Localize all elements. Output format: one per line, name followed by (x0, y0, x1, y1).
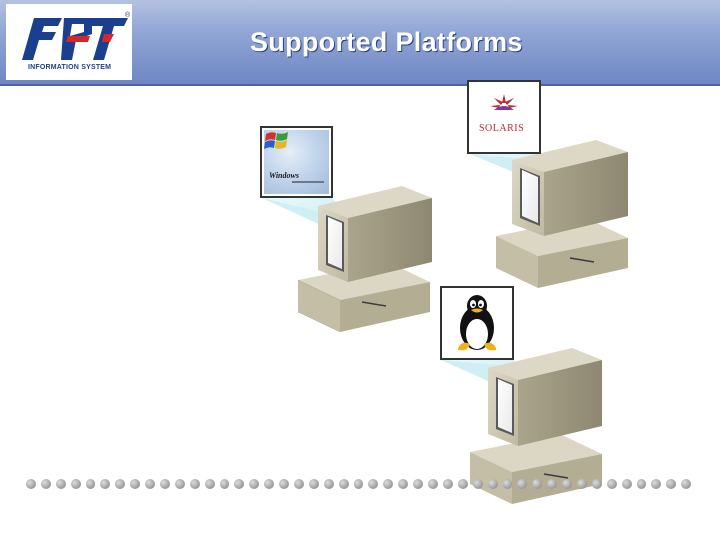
fpt-logo: ® INFORMATION SYSTEM (6, 4, 132, 80)
divider-dot (249, 479, 260, 489)
windows-label: Windows (269, 171, 299, 180)
divider-dot (368, 479, 379, 489)
solaris-label: SOLARIS (479, 123, 525, 134)
platform-diagram: Windows SOLARIS (0, 80, 720, 540)
fpt-logo-mark-icon (22, 18, 128, 60)
divider-dot (234, 479, 245, 489)
divider-dot (294, 479, 304, 489)
divider-dot (353, 479, 364, 489)
slide-header: ® INFORMATION SYSTEM Supported Platforms (0, 0, 720, 86)
divider-dot (26, 479, 36, 489)
divider-dot (562, 479, 572, 489)
logo-subtitle: INFORMATION SYSTEM (28, 64, 112, 71)
divider-dot (160, 479, 170, 489)
dotted-divider (26, 479, 696, 493)
computer-windows (298, 186, 432, 332)
divider-dot (85, 479, 96, 489)
divider-dot (532, 479, 543, 489)
divider-dot (428, 479, 438, 489)
divider-dot (621, 479, 632, 489)
divider-dot (55, 479, 66, 489)
divider-dot (204, 479, 215, 489)
windows-logo-icon (264, 132, 288, 149)
divider-dot (487, 479, 498, 489)
divider-dot (383, 479, 394, 489)
divider-dot (338, 479, 349, 489)
computer-linux (470, 348, 602, 504)
computer-solaris (496, 140, 628, 288)
divider-dot (264, 479, 275, 489)
solaris-logo-icon (490, 94, 518, 110)
divider-dot (115, 479, 126, 489)
windows-platform-thumbnail: Windows (260, 126, 333, 198)
divider-dot (189, 479, 200, 489)
divider-dot (413, 479, 424, 489)
divider-dot (502, 479, 513, 489)
divider-dot (547, 479, 558, 489)
divider-dot (323, 479, 334, 489)
divider-dot (457, 479, 468, 489)
divider-dot (517, 479, 528, 489)
divider-dot (636, 479, 647, 489)
divider-dot (576, 479, 587, 489)
page-title: Supported Platforms (250, 27, 523, 57)
tux-penguin-icon (458, 295, 496, 351)
divider-dot (308, 479, 319, 489)
divider-dot (606, 479, 617, 489)
divider-dot (666, 479, 677, 489)
computers-diagram (262, 140, 628, 504)
divider-dot (174, 479, 185, 489)
divider-dot (70, 479, 81, 489)
divider-dot (130, 479, 141, 489)
divider-dot (219, 479, 230, 489)
windows-caption-line (292, 181, 324, 183)
divider-dot (398, 479, 409, 489)
registered-mark: ® (125, 12, 131, 19)
divider-dot (145, 479, 156, 489)
divider-dot (442, 479, 453, 489)
divider-dot (591, 479, 602, 489)
divider-dot (681, 479, 692, 489)
divider-dot (651, 479, 662, 489)
divider-dot (40, 479, 51, 489)
linux-platform-thumbnail (440, 286, 514, 360)
solaris-platform-thumbnail: SOLARIS (467, 80, 541, 154)
divider-dot (472, 479, 483, 489)
divider-dot (279, 479, 290, 489)
divider-dot (100, 479, 111, 489)
